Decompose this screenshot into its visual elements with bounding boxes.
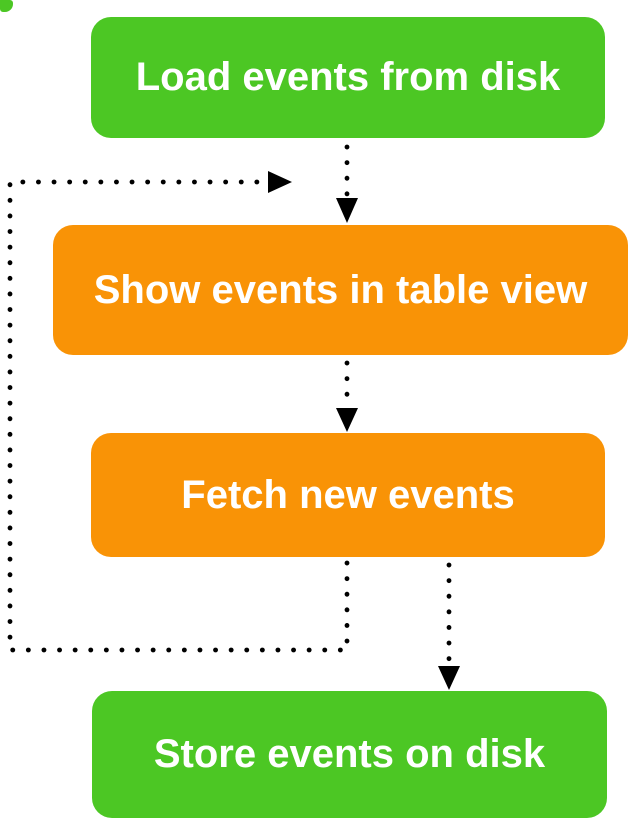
node-label: Show events in table view <box>93 267 588 312</box>
node-fetch-new-events: Fetch new events <box>91 433 605 557</box>
node-load-events-from-disk: Load events from disk <box>91 17 605 138</box>
arrowhead-down-into-store <box>438 666 460 690</box>
arrowhead-down-into-fetch <box>336 408 358 432</box>
node-label: Store events on disk <box>153 732 546 776</box>
arrowhead-down-into-show <box>336 198 358 223</box>
node-label: Fetch new events <box>181 472 515 517</box>
arrowhead-right-loop-back <box>268 171 292 193</box>
node-label: Load events from disk <box>135 55 561 99</box>
node-show-events-in-table-view: Show events in table view <box>53 225 628 355</box>
node-store-events-on-disk: Store events on disk <box>92 691 607 818</box>
clipped-node-corner <box>0 0 13 12</box>
